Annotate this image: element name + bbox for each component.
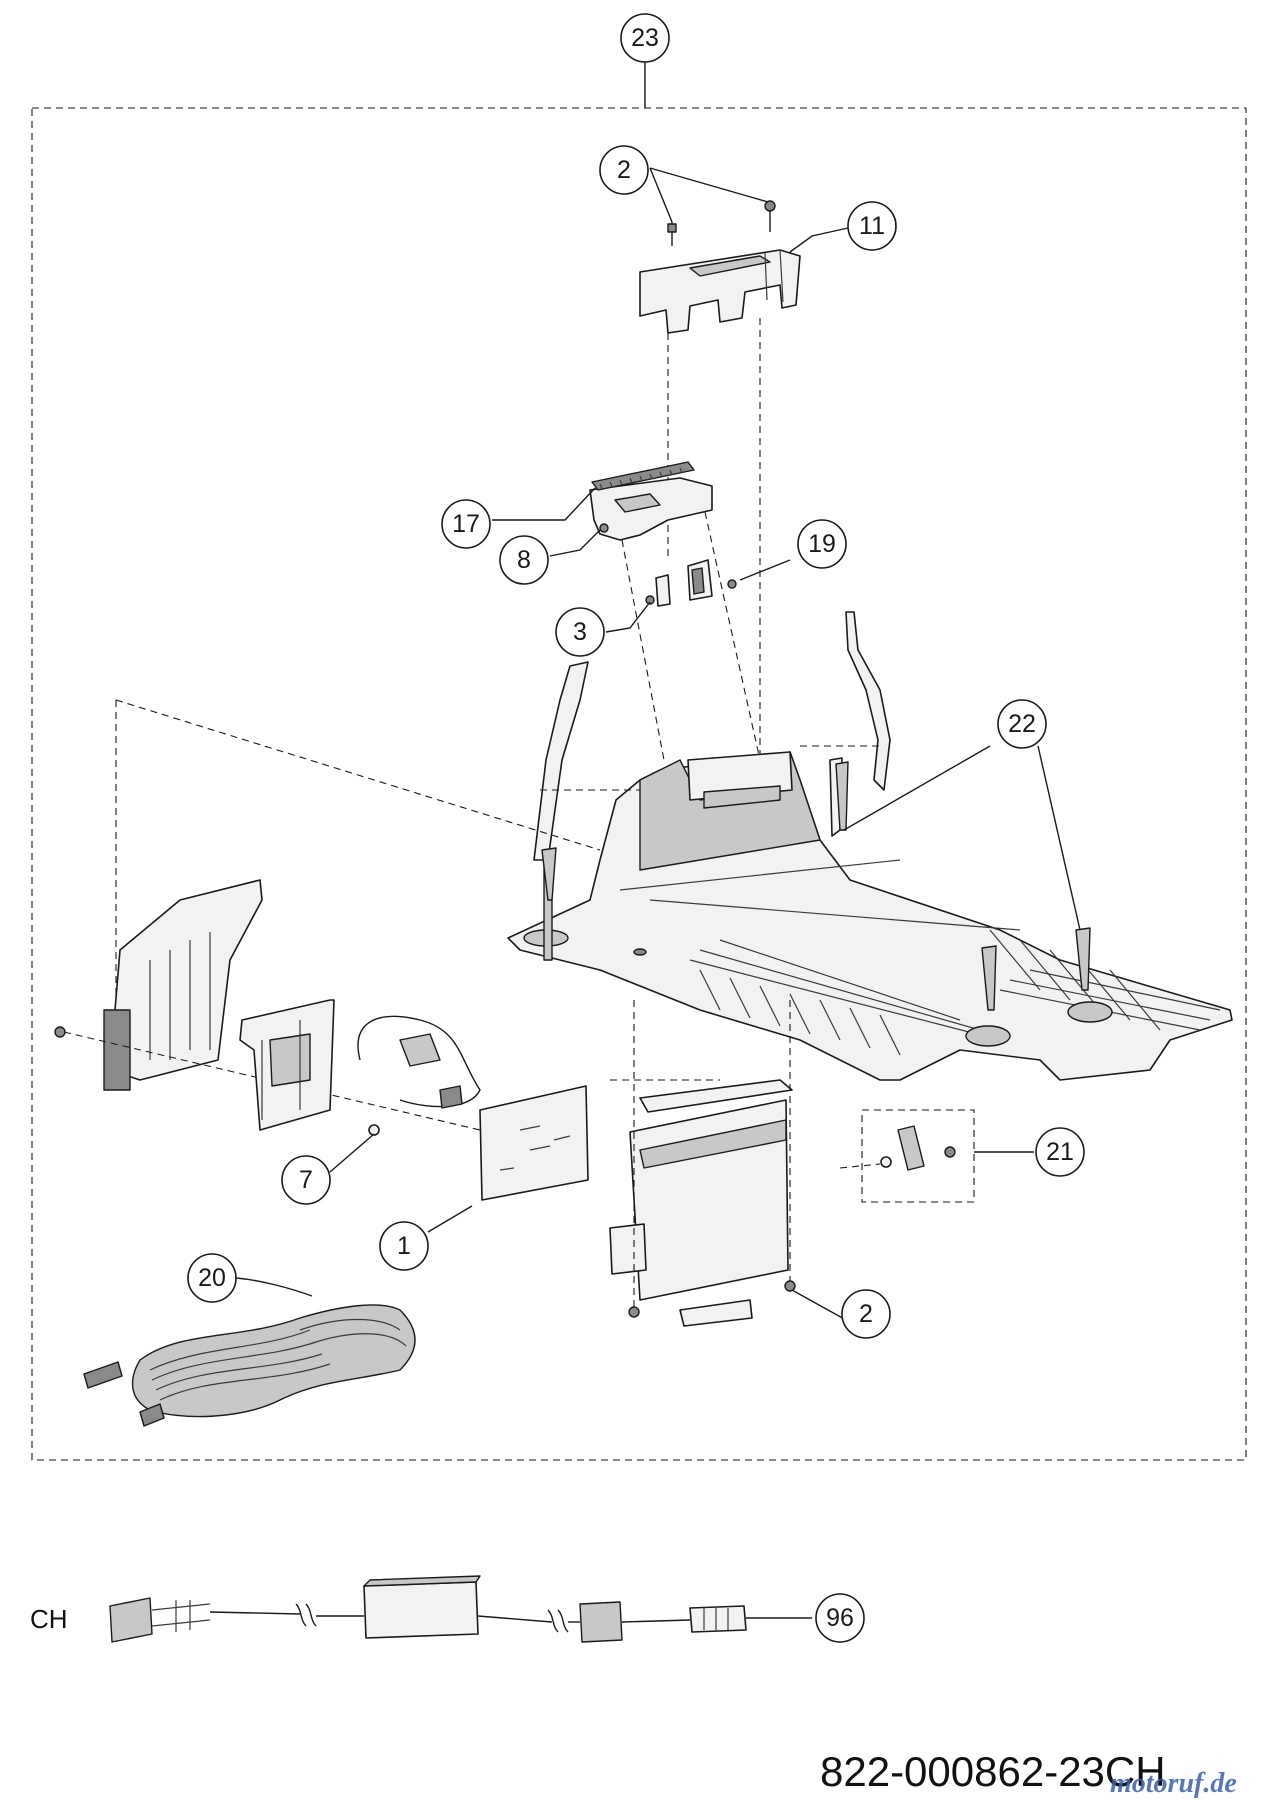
circuit-board-part <box>479 1085 589 1201</box>
callout-1: 1 <box>379 1221 429 1271</box>
svg-text:2: 2 <box>617 156 631 184</box>
leader-17 <box>492 487 596 521</box>
peg-3 <box>1075 927 1091 991</box>
cable-coil-part <box>83 1304 416 1427</box>
axis-line-4 <box>704 511 761 761</box>
latch-kit-part <box>839 1125 956 1171</box>
callout-2-top: 2 <box>599 145 649 195</box>
svg-text:3: 3 <box>573 618 587 646</box>
mounting-bracket-part <box>239 999 335 1131</box>
leader-2-top-a <box>649 167 673 223</box>
svg-text:20: 20 <box>198 1264 226 1292</box>
latch-part <box>645 559 737 607</box>
callout-22: 22 <box>997 699 1047 749</box>
callout-3: 3 <box>555 607 605 657</box>
latch-kit-boundary <box>861 1109 975 1203</box>
svg-text:22: 22 <box>1008 710 1036 738</box>
leader-20 <box>235 1277 313 1297</box>
callout-2-bottom: 2 <box>841 1289 891 1339</box>
callout-96: 96 <box>815 1593 865 1643</box>
callout-17: 17 <box>441 499 491 549</box>
leader-22-a <box>843 745 991 831</box>
peg-2 <box>981 945 997 1011</box>
svg-text:2: 2 <box>859 1300 873 1328</box>
watermark: motoruf.de <box>1110 1768 1237 1799</box>
callout-20: 20 <box>187 1253 237 1303</box>
screw-top-left <box>667 222 677 246</box>
leader-8 <box>549 529 601 557</box>
leader-2-top-b <box>649 167 769 203</box>
leader-19 <box>739 559 791 581</box>
svg-text:21: 21 <box>1046 1138 1074 1166</box>
svg-text:1: 1 <box>397 1232 411 1260</box>
svg-text:19: 19 <box>808 530 836 558</box>
handle-part <box>589 461 713 541</box>
screw-top-right <box>764 200 776 232</box>
top-cap-part <box>639 249 801 334</box>
svg-text:96: 96 <box>826 1604 854 1632</box>
svg-text:17: 17 <box>452 510 480 538</box>
svg-text:11: 11 <box>859 212 885 240</box>
drawing-number: 822-000862-23CH <box>820 1748 1166 1795</box>
callout-7: 7 <box>281 1155 331 1205</box>
rear-cover-part <box>54 879 481 1131</box>
callout-19: 19 <box>797 519 847 569</box>
axis-line-3 <box>621 539 665 761</box>
leader-22-b <box>1037 745 1081 931</box>
base-plate-part <box>507 751 1233 1081</box>
peg-1 <box>541 847 557 901</box>
callout-23: 23 <box>620 13 670 63</box>
svg-text:23: 23 <box>631 24 659 52</box>
leader-11 <box>789 227 849 253</box>
leader-1 <box>427 1205 473 1233</box>
callout-8: 8 <box>499 535 549 585</box>
battery-box-part <box>609 1079 793 1327</box>
region-label: CH <box>30 1604 68 1634</box>
wire-harness-part <box>357 1015 481 1136</box>
svg-text:7: 7 <box>299 1166 313 1194</box>
callout-21: 21 <box>1035 1127 1085 1177</box>
callout-11: 11 <box>847 201 897 251</box>
power-supply-part <box>109 1575 747 1643</box>
svg-text:8: 8 <box>517 546 531 574</box>
axis-line-cover <box>115 699 601 851</box>
screw-bottom-left <box>628 1306 640 1318</box>
rail-right <box>845 611 891 791</box>
peg-4 <box>835 761 849 831</box>
assembly-boundary <box>31 107 1247 1461</box>
leader-2-bottom <box>791 1289 847 1321</box>
screw-bottom-right <box>784 1280 796 1292</box>
leader-7 <box>329 1133 375 1173</box>
leader-3 <box>605 601 651 633</box>
